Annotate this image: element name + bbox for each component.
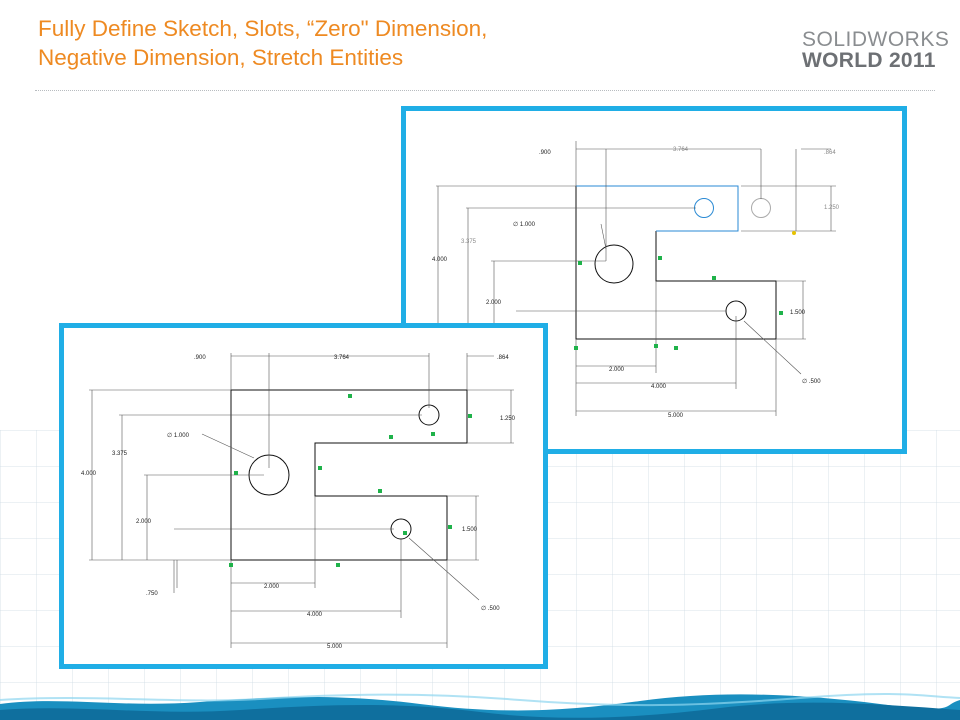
dim-label: 4.000: [651, 384, 667, 390]
relation-markers: [229, 394, 472, 567]
footer-wave-decoration: [0, 692, 960, 720]
dim-label: 2.000: [609, 367, 625, 373]
selected-profile-segment: [576, 185, 739, 232]
dim-label: 3.375: [461, 239, 477, 245]
dim-label: 4.000: [81, 471, 97, 477]
dim-label: 3.764: [673, 147, 689, 153]
title-divider: [35, 90, 935, 91]
ghost-circle: [751, 198, 771, 218]
dim-label: ∅ .500: [802, 378, 821, 385]
dim-label: 3.375: [112, 451, 128, 457]
dim-label: .864: [824, 150, 836, 156]
dim-label: .750: [146, 591, 158, 597]
sketch-profile: [230, 389, 468, 561]
logo-line-1: SOLIDWORKS: [802, 28, 950, 51]
relation-markers: [574, 256, 783, 350]
dim-label: .900: [194, 355, 206, 361]
slide-title-line-1: Fully Define Sketch, Slots, “Zero" Dimen…: [38, 16, 488, 41]
selected-slot-circle: [694, 198, 714, 218]
sketch-profile: [575, 186, 777, 340]
dim-label: 4.000: [432, 257, 448, 263]
dim-label: 2.000: [136, 519, 152, 525]
endpoint-marker: [792, 231, 796, 235]
slide-title-line-2: Negative Dimension, Stretch Entities: [38, 45, 404, 70]
sketch-screenshot-before: .900 3.764 .864 1.250 3.375 4.000 ∅ 1.00…: [59, 323, 548, 669]
dim-label: 4.000: [307, 612, 323, 618]
logo-line-2: WORLD 2011: [802, 49, 936, 72]
sketch-drawing-before: .900 3.764 .864 1.250 3.375 4.000 ∅ 1.00…: [81, 353, 516, 650]
dim-label: 2.000: [264, 584, 280, 590]
dim-label: 5.000: [327, 644, 343, 650]
dim-label: .900: [539, 150, 551, 156]
dim-label: 5.000: [668, 413, 684, 419]
sketch-drawing-after: .900 3.764 .864 1.250 3.375 4.000 ∅ 1.00…: [432, 141, 840, 419]
dim-label: ∅ 1.000: [513, 221, 536, 228]
dim-label: ∅ 1.000: [167, 432, 190, 439]
dim-label: 1.250: [824, 205, 840, 211]
dim-label: .864: [497, 355, 509, 361]
dim-label: ∅ .500: [481, 605, 500, 612]
dim-label: 2.000: [486, 300, 502, 306]
slide-title: Fully Define Sketch, Slots, “Zero" Dimen…: [38, 14, 678, 72]
large-hole-circle: [594, 244, 634, 284]
dim-label: 1.500: [790, 310, 806, 316]
dim-label: 1.500: [462, 527, 478, 533]
solidworks-world-logo: SOLIDWORKS WORLD 2011: [802, 28, 950, 72]
dim-label: 3.764: [334, 355, 350, 361]
dim-label: 1.250: [500, 416, 516, 422]
